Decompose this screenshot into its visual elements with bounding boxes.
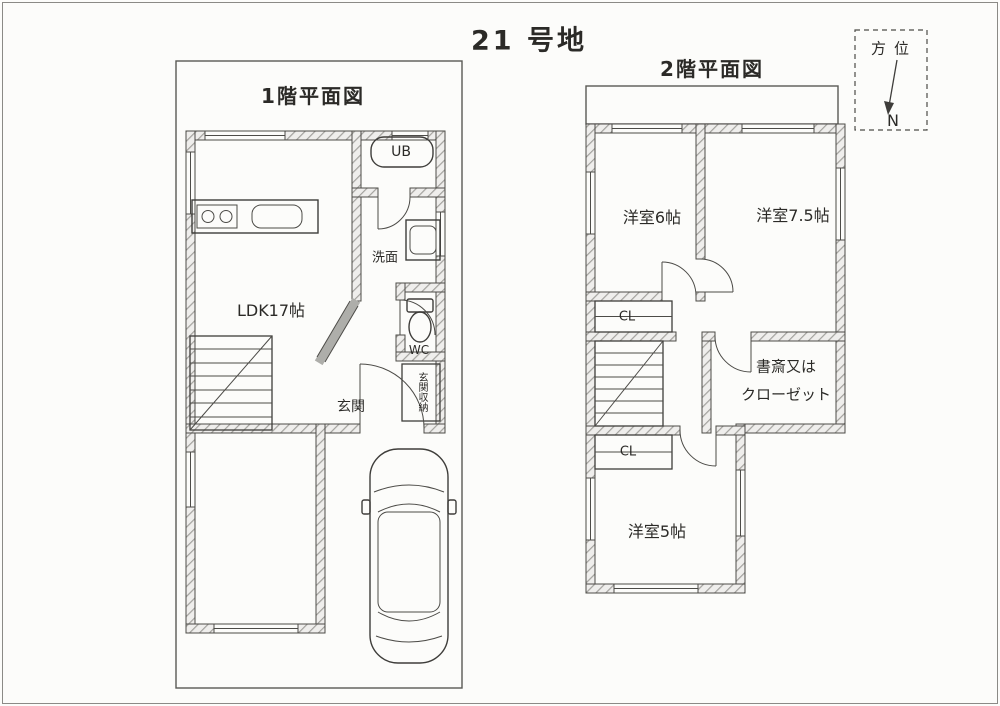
- closet-lower: [594, 434, 673, 470]
- kitchen-counter: [191, 199, 319, 234]
- room-label-closet-lower: CL: [619, 444, 637, 460]
- stairs-2f: [594, 340, 664, 427]
- floor2-plan: [585, 85, 846, 594]
- compass: [854, 29, 928, 131]
- entrance-storage-box: [401, 363, 441, 422]
- bath-door: [377, 196, 411, 230]
- stairs-1f: [189, 335, 273, 431]
- compass-label: 方位: [870, 39, 918, 58]
- car-icon: [361, 448, 457, 664]
- closet-upper: [594, 300, 673, 333]
- room-label-bath: UB: [391, 144, 411, 160]
- room-label-bedroom5: 洋室5帖: [627, 522, 687, 541]
- floor2-windows: [585, 123, 846, 594]
- room-label-study-line2: クローゼット: [740, 385, 832, 404]
- room-label-closet-upper: CL: [618, 309, 636, 325]
- toilet-icon: [406, 298, 434, 343]
- floor1-title: 1階平面図: [261, 84, 365, 108]
- washing-machine-icon: [405, 219, 441, 261]
- room-label-bedroom75: 洋室7.5帖: [756, 206, 830, 225]
- room-label-washroom: 洗面: [371, 250, 399, 266]
- north-arrow-icon: [884, 59, 898, 115]
- room-label-toilet: WC: [408, 343, 430, 357]
- floor1-plan: [175, 60, 463, 689]
- room-label-ldk: LDK17帖: [236, 301, 306, 320]
- floor1-walls: [185, 130, 446, 634]
- compass-box: [854, 29, 928, 131]
- floor2-balcony-outline: [585, 85, 839, 125]
- front-door: [359, 363, 425, 429]
- bedroom5-door: [679, 429, 717, 467]
- study-door: [714, 335, 752, 373]
- bedroom6-door: [661, 261, 697, 297]
- room-label-study-line1: 書斎又は: [755, 357, 817, 376]
- page-title: 21 号地: [471, 25, 587, 57]
- room-label-entrance: 玄関: [337, 399, 365, 415]
- room-label-entrance-storage: 玄関収納: [416, 372, 427, 412]
- bathtub-icon: [370, 136, 434, 168]
- bedroom75-door: [699, 258, 734, 293]
- floor1-site-boundary: [175, 60, 463, 689]
- wc-door: [399, 299, 436, 336]
- compass-north-label: N: [887, 111, 899, 130]
- room-label-bedroom6: 洋室6帖: [622, 208, 682, 227]
- floor2-title: 2階平面図: [660, 57, 764, 81]
